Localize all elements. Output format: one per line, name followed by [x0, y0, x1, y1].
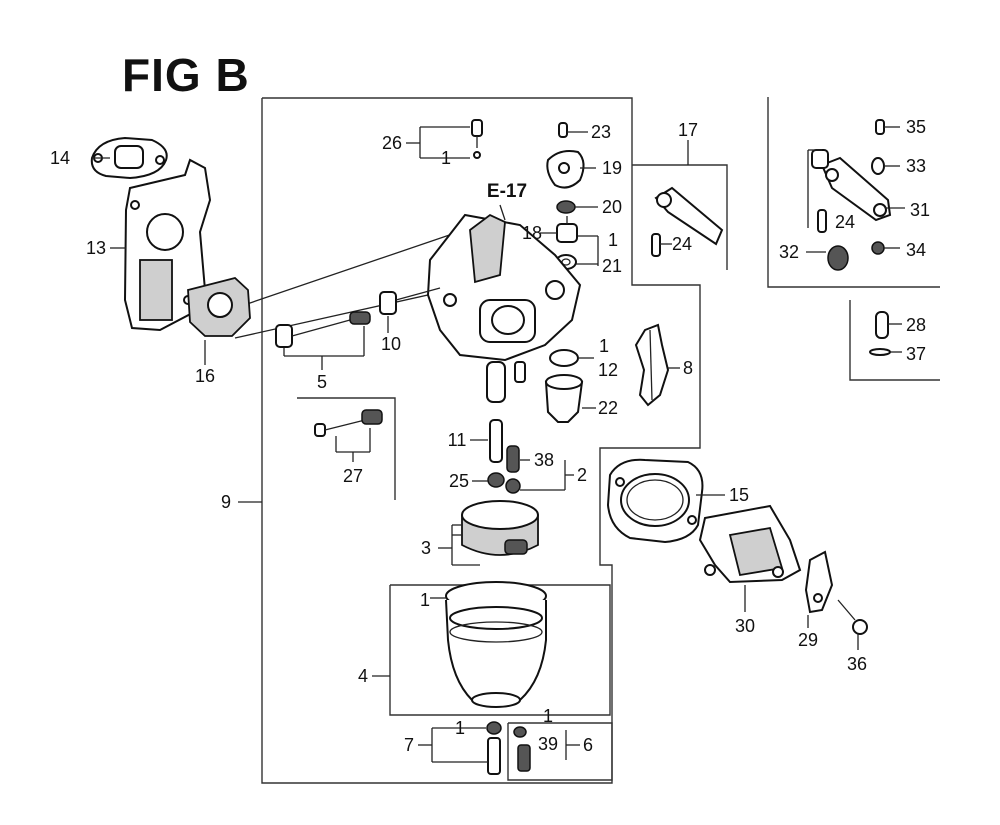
drain-screw-39: [513, 726, 531, 772]
pin-37: [869, 348, 891, 356]
label-17: 17: [677, 120, 699, 140]
clip-29: [804, 550, 834, 614]
label-29: 29: [797, 630, 819, 650]
choke-lever-17: [654, 186, 724, 246]
label-1-b: 1: [607, 230, 619, 250]
carburetor-body: [426, 213, 582, 403]
label-8: 8: [682, 358, 694, 378]
label-14: 14: [49, 148, 71, 168]
nut-34: [871, 241, 885, 255]
label-11: 11: [447, 430, 467, 450]
label-2: 2: [576, 465, 588, 485]
label-22: 22: [597, 398, 619, 418]
screw-35: [875, 119, 885, 135]
pin-24: [651, 233, 661, 257]
cover-19: [546, 150, 585, 189]
screw-23: [558, 122, 568, 138]
label-27: 27: [342, 466, 364, 486]
screw-10: [379, 287, 441, 315]
bracket-13: [123, 158, 212, 332]
label-6: 6: [582, 735, 594, 755]
bracket-30: [698, 504, 802, 584]
nut-33: [871, 157, 885, 175]
label-25: 25: [448, 471, 470, 491]
group-box-17: [632, 164, 728, 270]
label-10: 10: [380, 334, 402, 354]
float-valve-18: [556, 216, 578, 243]
bolt-36: [837, 599, 868, 635]
label-33: 33: [905, 156, 927, 176]
gasket-14: [90, 136, 168, 180]
label-31: 31: [909, 200, 931, 220]
main-jet-11: [489, 419, 503, 463]
label-35: 35: [905, 117, 927, 137]
group-box-4: [389, 584, 611, 716]
label-24-a: 24: [671, 234, 693, 254]
label-18: 18: [521, 223, 543, 243]
label-37: 37: [905, 344, 927, 364]
label-19: 19: [601, 158, 623, 178]
carburetor-group-box: [261, 97, 701, 784]
label-3: 3: [420, 538, 432, 558]
bolt-7: [486, 721, 502, 775]
label-1-a: 1: [440, 148, 452, 168]
label-1-e: 1: [454, 718, 466, 738]
screw-assembly-27: [314, 409, 383, 437]
label-7: 7: [403, 735, 415, 755]
insulator-gasket-15: [606, 458, 704, 544]
collar-28: [875, 311, 889, 339]
label-1-f: 1: [542, 706, 554, 726]
label-16: 16: [194, 366, 216, 386]
label-1-d: 1: [419, 590, 431, 610]
label-1-c: 1: [598, 336, 610, 356]
float-8: [634, 323, 670, 407]
float-bowl-4: [445, 581, 547, 708]
label-24-b: 24: [834, 212, 856, 232]
group-box-31: [767, 97, 940, 288]
group-box-6: [507, 722, 613, 781]
gasket-16: [187, 277, 251, 337]
label-28: 28: [905, 315, 927, 335]
label-32: 32: [778, 242, 800, 262]
spring-32: [827, 245, 849, 271]
label-36: 36: [846, 654, 868, 674]
nozzle-38: [506, 445, 520, 473]
label-39: 39: [537, 734, 559, 754]
label-13: 13: [85, 238, 107, 258]
label-12: 12: [597, 360, 619, 380]
figure-title: FIG B: [122, 49, 250, 101]
group-box-27: [297, 397, 396, 500]
pin-24b: [817, 209, 827, 233]
screw-26: [471, 119, 483, 159]
label-21: 21: [601, 256, 623, 276]
screw-assembly-5: [275, 311, 371, 348]
control-lever-31: [811, 149, 892, 222]
label-34: 34: [905, 240, 927, 260]
nut-25: [487, 472, 505, 488]
group-box-28: [849, 300, 940, 381]
label-26: 26: [381, 133, 403, 153]
label-4: 4: [357, 666, 369, 686]
label-23: 23: [590, 122, 612, 142]
label-5: 5: [316, 372, 328, 392]
label-38: 38: [533, 450, 555, 470]
float-3: [461, 500, 539, 556]
spring-2: [505, 478, 521, 494]
reference-tag: E-17: [486, 181, 528, 202]
float-chamber-22: [544, 374, 584, 423]
label-15: 15: [728, 485, 750, 505]
label-30: 30: [734, 616, 756, 636]
label-9: 9: [220, 492, 232, 512]
label-20: 20: [601, 197, 623, 217]
spring-20: [556, 200, 576, 214]
o-ring-12: [549, 349, 579, 367]
